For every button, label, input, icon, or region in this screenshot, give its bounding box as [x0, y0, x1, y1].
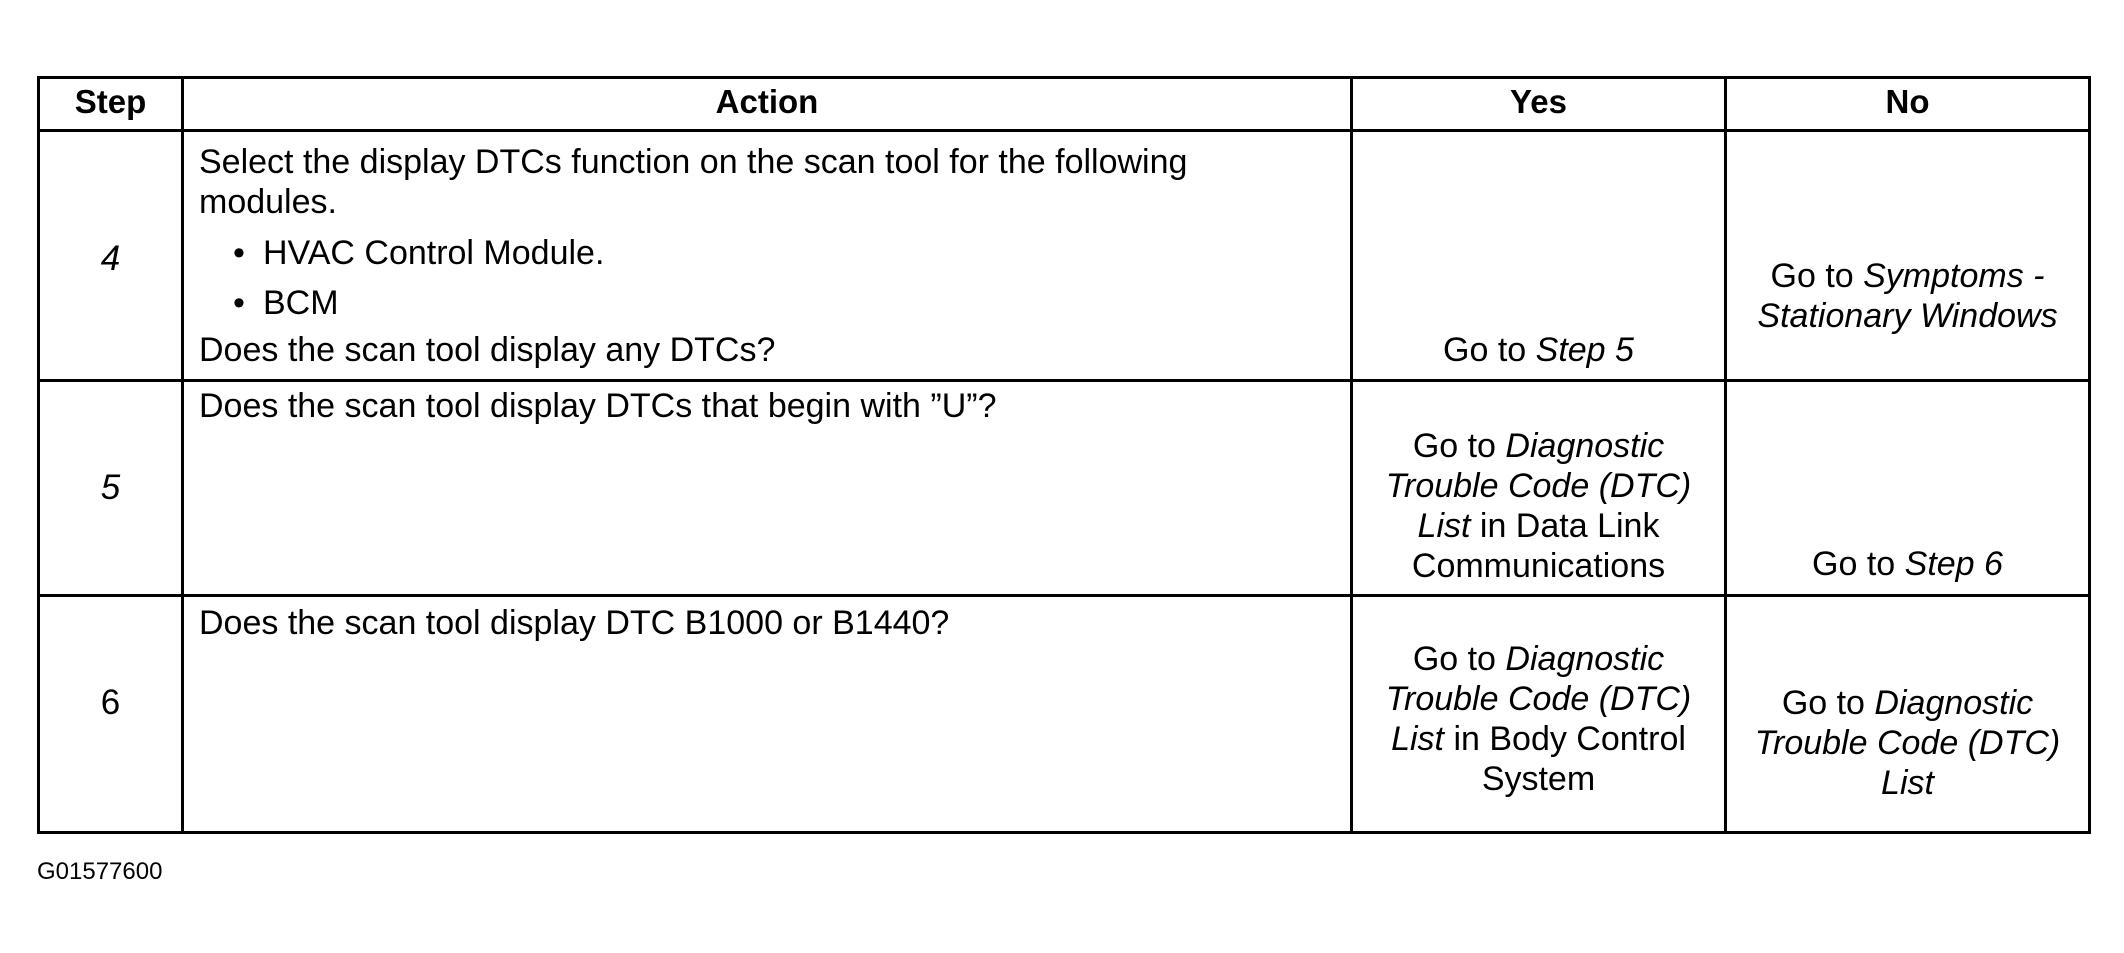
yes-cell: Go to Step 5: [1353, 132, 1724, 379]
action-cell: Select the display DTCs function on the …: [184, 132, 1350, 379]
yes-link[interactable]: Diagnostic Trouble Code (DTC) List: [1385, 427, 1692, 545]
action-text: Select the display DTCs function on the …: [199, 143, 1188, 221]
action-question: Does the scan tool display DTC B1000 or …: [199, 604, 950, 642]
yes-prefix: Go to: [1412, 640, 1506, 678]
list-item: HVAC Control Module.: [233, 228, 1340, 278]
yes-suffix: in Data Link Communications: [1411, 507, 1666, 585]
no-link[interactable]: Step 6: [1904, 545, 2003, 583]
no-prefix: Go to: [1812, 545, 1905, 583]
action-cell: Does the scan tool display DTC B1000 or …: [184, 597, 1350, 831]
header-step: Step: [74, 83, 147, 120]
no-link[interactable]: Diagnostic Trouble Code (DTC) List: [1754, 684, 2061, 802]
row-divider: [40, 594, 2088, 597]
column-divider: [1350, 79, 1353, 831]
header-no: No: [1885, 83, 1930, 120]
no-prefix: Go to: [1770, 257, 1864, 295]
no-prefix: Go to: [1781, 684, 1875, 722]
no-cell: Go to Diagnostic Trouble Code (DTC) List: [1727, 597, 2088, 831]
step-number: 6: [100, 683, 121, 722]
step-number: 4: [100, 239, 121, 278]
header-yes: Yes: [1510, 83, 1567, 120]
action-cell: Does the scan tool display DTCs that beg…: [184, 382, 1350, 594]
diagnostic-table: Step Action Yes No 4 Select the display …: [37, 76, 2091, 834]
column-divider: [181, 79, 184, 831]
yes-prefix: Go to: [1443, 331, 1536, 369]
yes-link[interactable]: Diagnostic Trouble Code (DTC) List: [1385, 640, 1692, 758]
list-item: BCM: [233, 278, 1340, 328]
row-divider: [40, 129, 2088, 132]
yes-prefix: Go to: [1412, 427, 1506, 465]
no-cell: Go to Symptoms - Stationary Windows: [1727, 132, 2088, 379]
no-link[interactable]: Symptoms - Stationary Windows: [1757, 257, 2058, 335]
action-question: Does the scan tool display DTCs that beg…: [199, 387, 997, 425]
yes-suffix: in Body Control System: [1444, 720, 1686, 798]
row-divider: [40, 379, 2088, 382]
module-list: HVAC Control Module. BCM: [199, 228, 1340, 328]
figure-id: G01577600: [37, 858, 163, 885]
yes-cell: Go to Diagnostic Trouble Code (DTC) List…: [1353, 382, 1724, 594]
header-action: Action: [715, 83, 819, 120]
column-divider: [1724, 79, 1727, 831]
action-question: Does the scan tool display any DTCs?: [199, 331, 776, 369]
yes-link[interactable]: Step 5: [1535, 331, 1634, 369]
no-cell: Go to Step 6: [1727, 382, 2088, 594]
step-number: 5: [100, 468, 121, 507]
yes-cell: Go to Diagnostic Trouble Code (DTC) List…: [1353, 597, 1724, 831]
